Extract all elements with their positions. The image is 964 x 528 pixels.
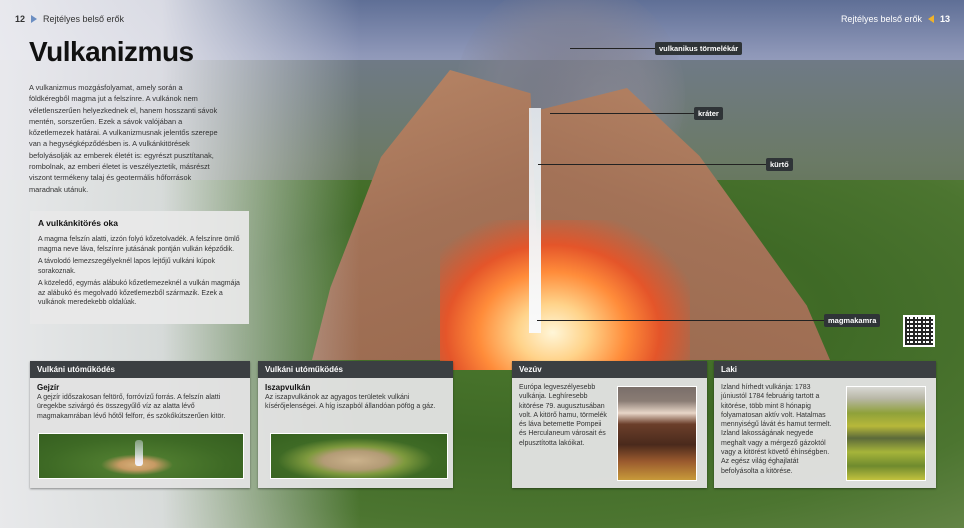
cause-paragraph: A távolodó lemezszegélyeknél lapos lejtő… xyxy=(38,258,216,275)
cause-paragraph: A magma felszín alatti, izzón folyó kőze… xyxy=(38,236,240,253)
leader-line xyxy=(550,113,694,114)
label-crater: kráter xyxy=(694,107,723,120)
qr-code-icon[interactable] xyxy=(903,315,935,347)
running-header-left: 12 Rejtélyes belső erők xyxy=(15,14,124,24)
leader-line xyxy=(570,48,655,49)
card-geyser: Vulkáni utóműködés Gejzír A gejzír idősz… xyxy=(30,361,250,488)
page-number-right: 13 xyxy=(939,14,950,24)
card-mud-volcano: Vulkáni utóműködés Iszapvulkán Az iszapv… xyxy=(258,361,453,488)
cause-box: A vulkánkitörés oka A magma felszín alat… xyxy=(30,211,249,324)
card-subtitle: Iszapvulkán xyxy=(265,383,311,392)
cause-paragraph: A közeledő, egymás alábukó kőzetlemezekn… xyxy=(38,280,240,306)
running-header-right: Rejtélyes belső erők 13 xyxy=(841,14,950,24)
arrow-right-icon xyxy=(31,15,38,23)
card-subtitle: Gejzír xyxy=(37,383,60,392)
volcanic-vent xyxy=(529,108,541,333)
page-title: Vulkanizmus xyxy=(29,36,194,67)
section-title-left: Rejtélyes belső erők xyxy=(43,14,125,24)
magma-chamber-glow xyxy=(440,220,690,370)
arrow-left-icon xyxy=(927,15,934,23)
geyser-photo xyxy=(38,433,244,479)
card-header: Vulkáni utóműködés xyxy=(258,361,453,378)
card-laki: Laki Izland hírhedt vulkánja: 1783 júniu… xyxy=(714,361,936,488)
card-vesuvius: Vezúv Európa legveszélyesebb vulkánja. L… xyxy=(512,361,707,488)
section-title-right: Rejtélyes belső erők xyxy=(840,14,922,24)
card-text: Európa legveszélyesebb vulkánja. Leghíre… xyxy=(519,384,607,447)
cause-box-title: A vulkánkitörés oka xyxy=(38,218,118,228)
card-text: Izland hírhedt vulkánja: 1783 júniustól … xyxy=(721,384,832,475)
intro-paragraph: A vulkanizmus mozgásfolyamat, amely sorá… xyxy=(29,83,218,194)
card-header: Laki xyxy=(714,361,936,378)
vesuvius-photo xyxy=(617,386,697,481)
card-text: A gejzír időszakosan feltörő, forróvízű … xyxy=(37,394,226,420)
label-magma-chamber: magmakamra xyxy=(824,314,881,327)
card-text: Az iszapvulkánok az agyagos területek vu… xyxy=(265,394,436,411)
card-header: Vezúv xyxy=(512,361,707,378)
card-header: Vulkáni utóműködés xyxy=(30,361,250,378)
leader-line xyxy=(537,320,824,321)
label-vent: kürtő xyxy=(766,158,793,171)
leader-line xyxy=(538,164,766,165)
label-debris-column: vulkanikus törmelékár xyxy=(655,42,743,55)
page-number-left: 12 xyxy=(15,14,26,24)
mud-volcano-photo xyxy=(270,433,448,479)
laki-photo xyxy=(846,386,926,481)
